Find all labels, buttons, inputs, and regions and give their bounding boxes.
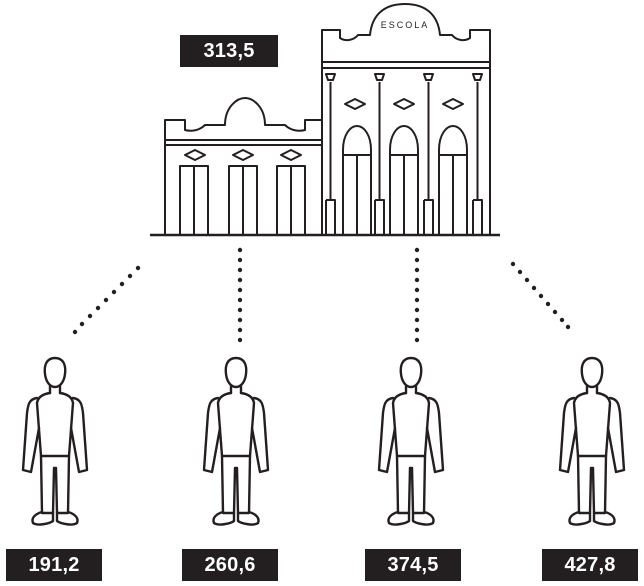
person-value-label: 374,5 (365, 549, 461, 581)
person-value-label: 260,6 (182, 549, 278, 581)
person-icon (204, 358, 268, 524)
person-icon (560, 358, 624, 524)
person-value-label: 191,2 (6, 549, 102, 581)
school-sign: ESCOLA (381, 20, 430, 30)
connector-dots (73, 248, 570, 342)
school-value-label: 313,5 (180, 35, 278, 67)
person-icon (23, 358, 87, 524)
person-icon (379, 358, 443, 524)
person-value-label: 427,8 (542, 549, 638, 581)
